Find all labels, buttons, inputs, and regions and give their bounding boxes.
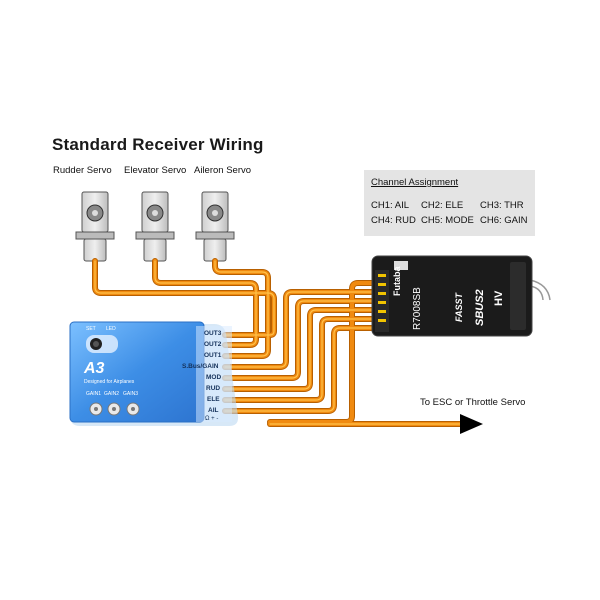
a3-subtitle: Designed for Airplanes [84, 379, 135, 385]
a3-gain2-label: GAIN2 [104, 391, 120, 397]
receiver-model: R7008SB [412, 287, 423, 330]
port-label-out2: OUT2 [204, 341, 222, 348]
a3-controller [69, 321, 239, 426]
page-title: Standard Receiver Wiring [52, 135, 264, 154]
channel-item: CH5: MODE [421, 215, 474, 226]
channel-assignment-box [364, 170, 535, 236]
a3-led-label: LED [106, 326, 116, 332]
aileron-servo [195, 191, 235, 262]
channel-assignment-title: Channel Assignment [371, 177, 459, 188]
channel-item: CH4: RUD [371, 215, 416, 226]
esc-label: To ESC or Throttle Servo [420, 397, 526, 408]
a3-model-label: A3 [84, 360, 105, 377]
a3-gain1-label: GAIN1 [86, 391, 102, 397]
receiver-r7008sb [371, 255, 533, 337]
port-polarity-label: Ω + - [205, 416, 219, 422]
a3-gain3-label: GAIN3 [123, 391, 139, 397]
receiver-fasst-logo: FASST [454, 292, 464, 322]
receiver-hv-logo: HV [493, 290, 505, 306]
channel-item: CH2: ELE [421, 200, 464, 211]
port-label-rud: RUD [206, 385, 221, 392]
elevator-servo [135, 191, 175, 262]
port-label-ele: ELE [207, 396, 220, 403]
port-label-mod: MOD [206, 374, 222, 381]
port-label-out1: OUT1 [204, 352, 222, 359]
channel-item: CH1: AIL [371, 200, 410, 211]
servo-label-rudder: Rudder Servo [53, 165, 112, 176]
receiver-brand: Futaba [392, 266, 402, 296]
esc-arrow [460, 414, 483, 434]
a3-set-label: SET [86, 326, 96, 332]
wire-harness [92, 258, 465, 427]
servo-label-aileron: Aileron Servo [194, 165, 252, 176]
channel-item: CH3: THR [480, 200, 524, 211]
receiver-sbus2-logo: SBUS2 [474, 289, 486, 326]
receiver-antenna [529, 279, 551, 301]
port-label-sbus-gain: S.Bus/GAIN [182, 363, 219, 370]
rudder-servo [75, 191, 115, 262]
channel-item: CH6: GAIN [480, 215, 528, 226]
port-label-out3: OUT3 [204, 330, 222, 337]
servo-label-elevator: Elevator Servo [124, 165, 187, 176]
port-label-ail: AIL [208, 407, 219, 414]
